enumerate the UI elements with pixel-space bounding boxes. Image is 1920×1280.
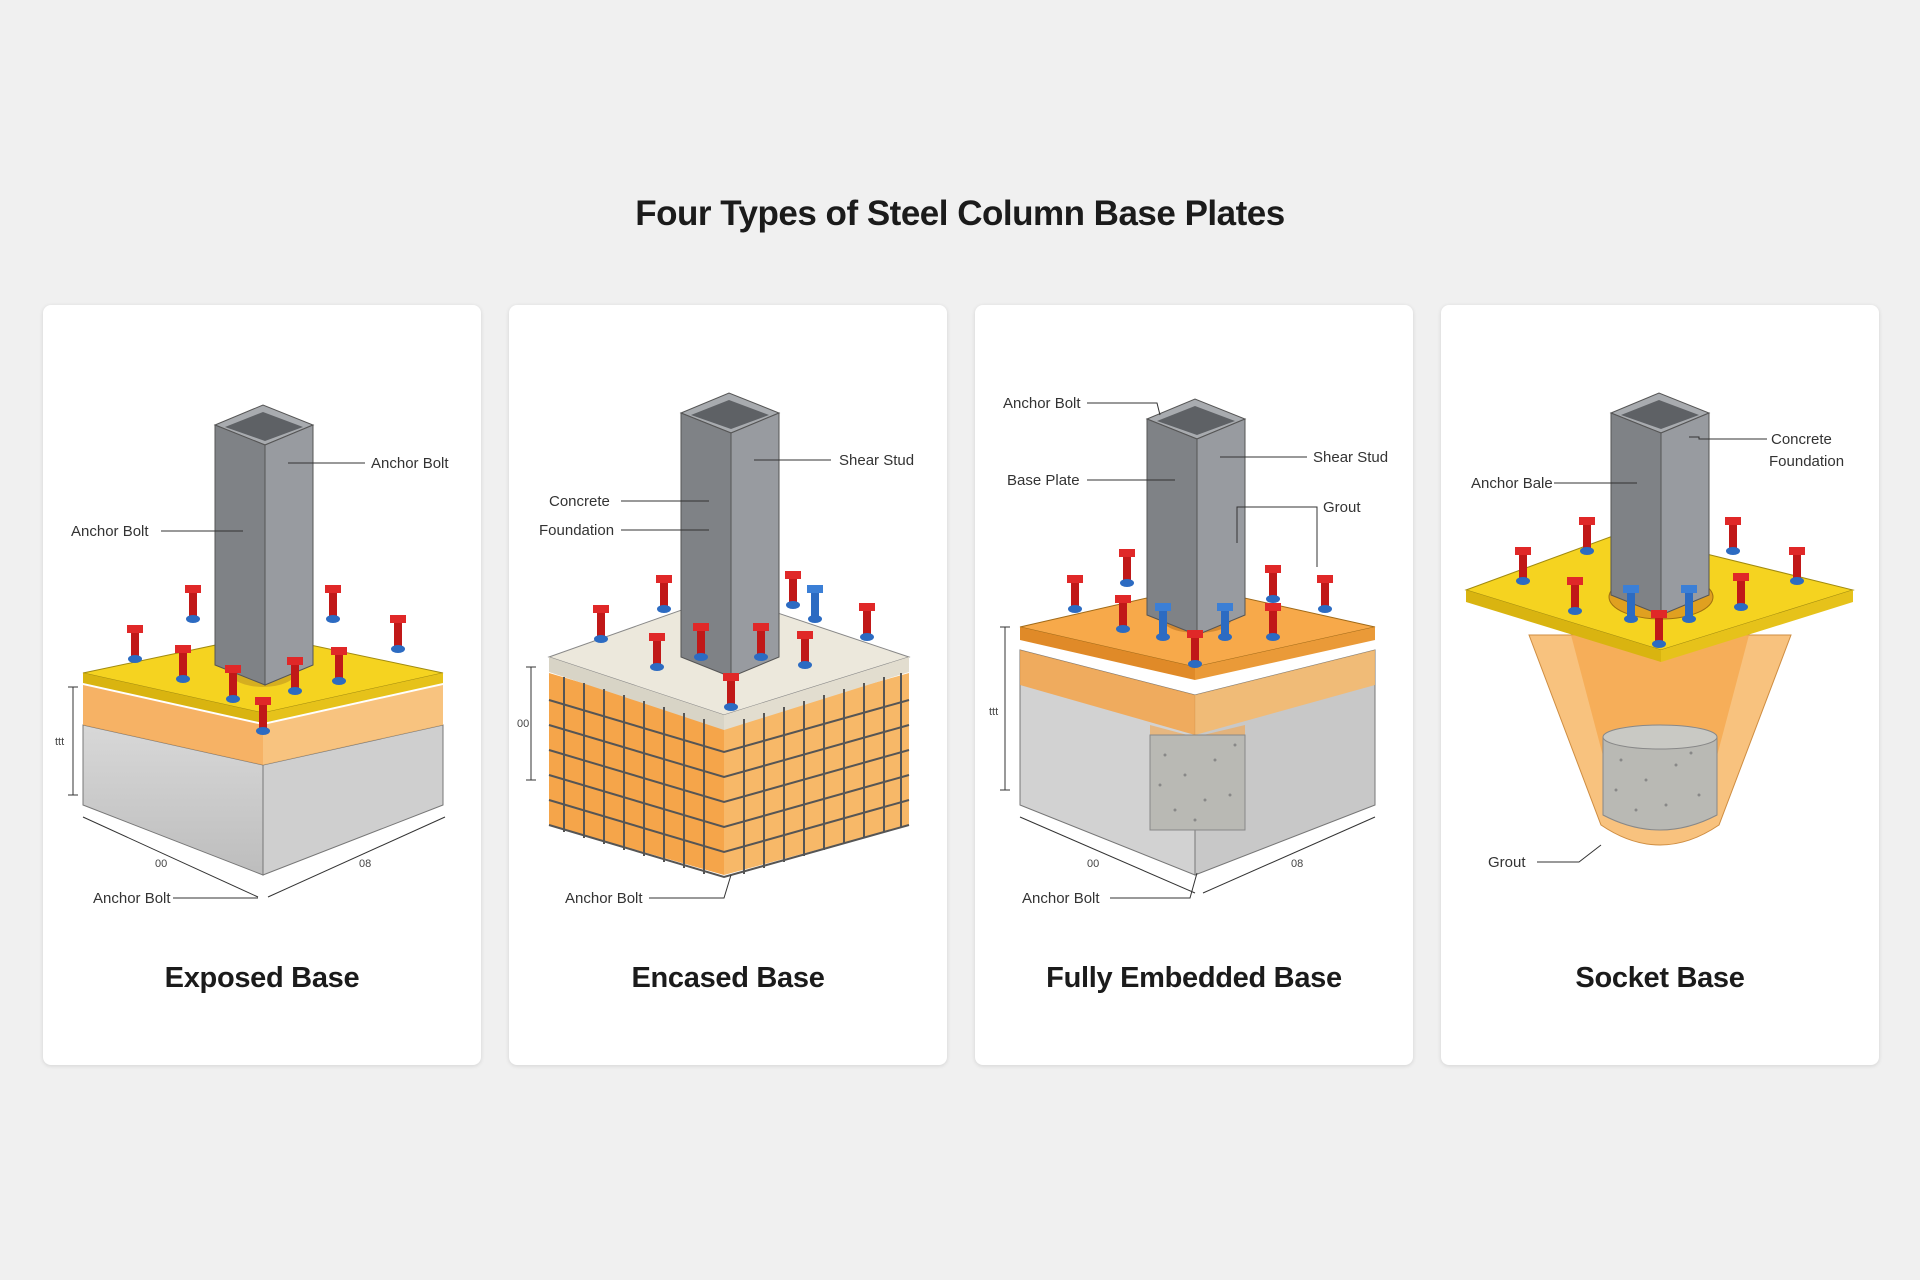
card-title-fully-embedded: Fully Embedded Base (1046, 962, 1342, 994)
label-anchor-bolt-1: Anchor Bolt (371, 455, 449, 472)
label-foundation: Foundation (539, 522, 614, 539)
label-grout: Grout (1323, 499, 1361, 516)
exposed-base-diagram: Anchor Bolt Anchor Bolt Anchor Bolt ttt … (55, 404, 449, 907)
fully-embedded-base-diagram: Anchor Bolt Shear Stud Base Plate Grout … (989, 395, 1388, 907)
grout-texture (1614, 751, 1701, 812)
label-anchor-bolt-2: Anchor Bolt (71, 523, 149, 540)
card-title-exposed: Exposed Base (164, 962, 360, 994)
dim-height: ttt (55, 736, 64, 748)
label-shear-stud: Shear Stud (1313, 449, 1388, 466)
dim-width-1: 00 (155, 858, 167, 870)
dim-width-2: 08 (1291, 858, 1303, 870)
card-title-encased: Encased Base (631, 962, 825, 994)
label-concrete: Concrete (1771, 431, 1832, 448)
encased-base-diagram: Shear Stud Concrete Foundation Anchor Bo… (517, 392, 914, 907)
card-socket-base: Concrete Foundation Anchor Bale Grout So… (1441, 305, 1879, 1065)
label-anchor-bolt-3: Anchor Bolt (93, 890, 171, 907)
label-anchor-bolt-top: Anchor Bolt (1003, 395, 1081, 412)
dim-height: ttt (989, 706, 998, 718)
anchor-bolts (1067, 549, 1333, 668)
rebar-cage (548, 673, 910, 879)
card-title-socket: Socket Base (1575, 962, 1745, 994)
label-grout: Grout (1488, 854, 1526, 871)
dim-height: 00 (517, 718, 529, 730)
label-base-plate: Base Plate (1007, 472, 1080, 489)
anchor-bolts (127, 585, 406, 735)
label-anchor-bale: Anchor Bale (1471, 475, 1553, 492)
dim-width-2: 08 (359, 858, 371, 870)
label-anchor-bolt-bottom: Anchor Bolt (1022, 890, 1100, 907)
label-foundation: Foundation (1769, 453, 1844, 470)
socket-base-diagram: Concrete Foundation Anchor Bale Grout (1464, 392, 1855, 871)
dim-width-1: 00 (1087, 858, 1099, 870)
card-exposed-base: Anchor Bolt Anchor Bolt Anchor Bolt ttt … (43, 305, 481, 1065)
card-fully-embedded-base: Anchor Bolt Shear Stud Base Plate Grout … (975, 305, 1413, 1065)
label-concrete: Concrete (549, 493, 610, 510)
grout-texture (1158, 743, 1237, 822)
card-encased-base: Shear Stud Concrete Foundation Anchor Bo… (509, 305, 947, 1065)
label-anchor-bolt: Anchor Bolt (565, 890, 643, 907)
label-shear-stud: Shear Stud (839, 452, 914, 469)
page-title: Four Types of Steel Column Base Plates (635, 194, 1285, 233)
anchor-bolts (593, 571, 875, 711)
anchor-bolts (1515, 517, 1805, 648)
